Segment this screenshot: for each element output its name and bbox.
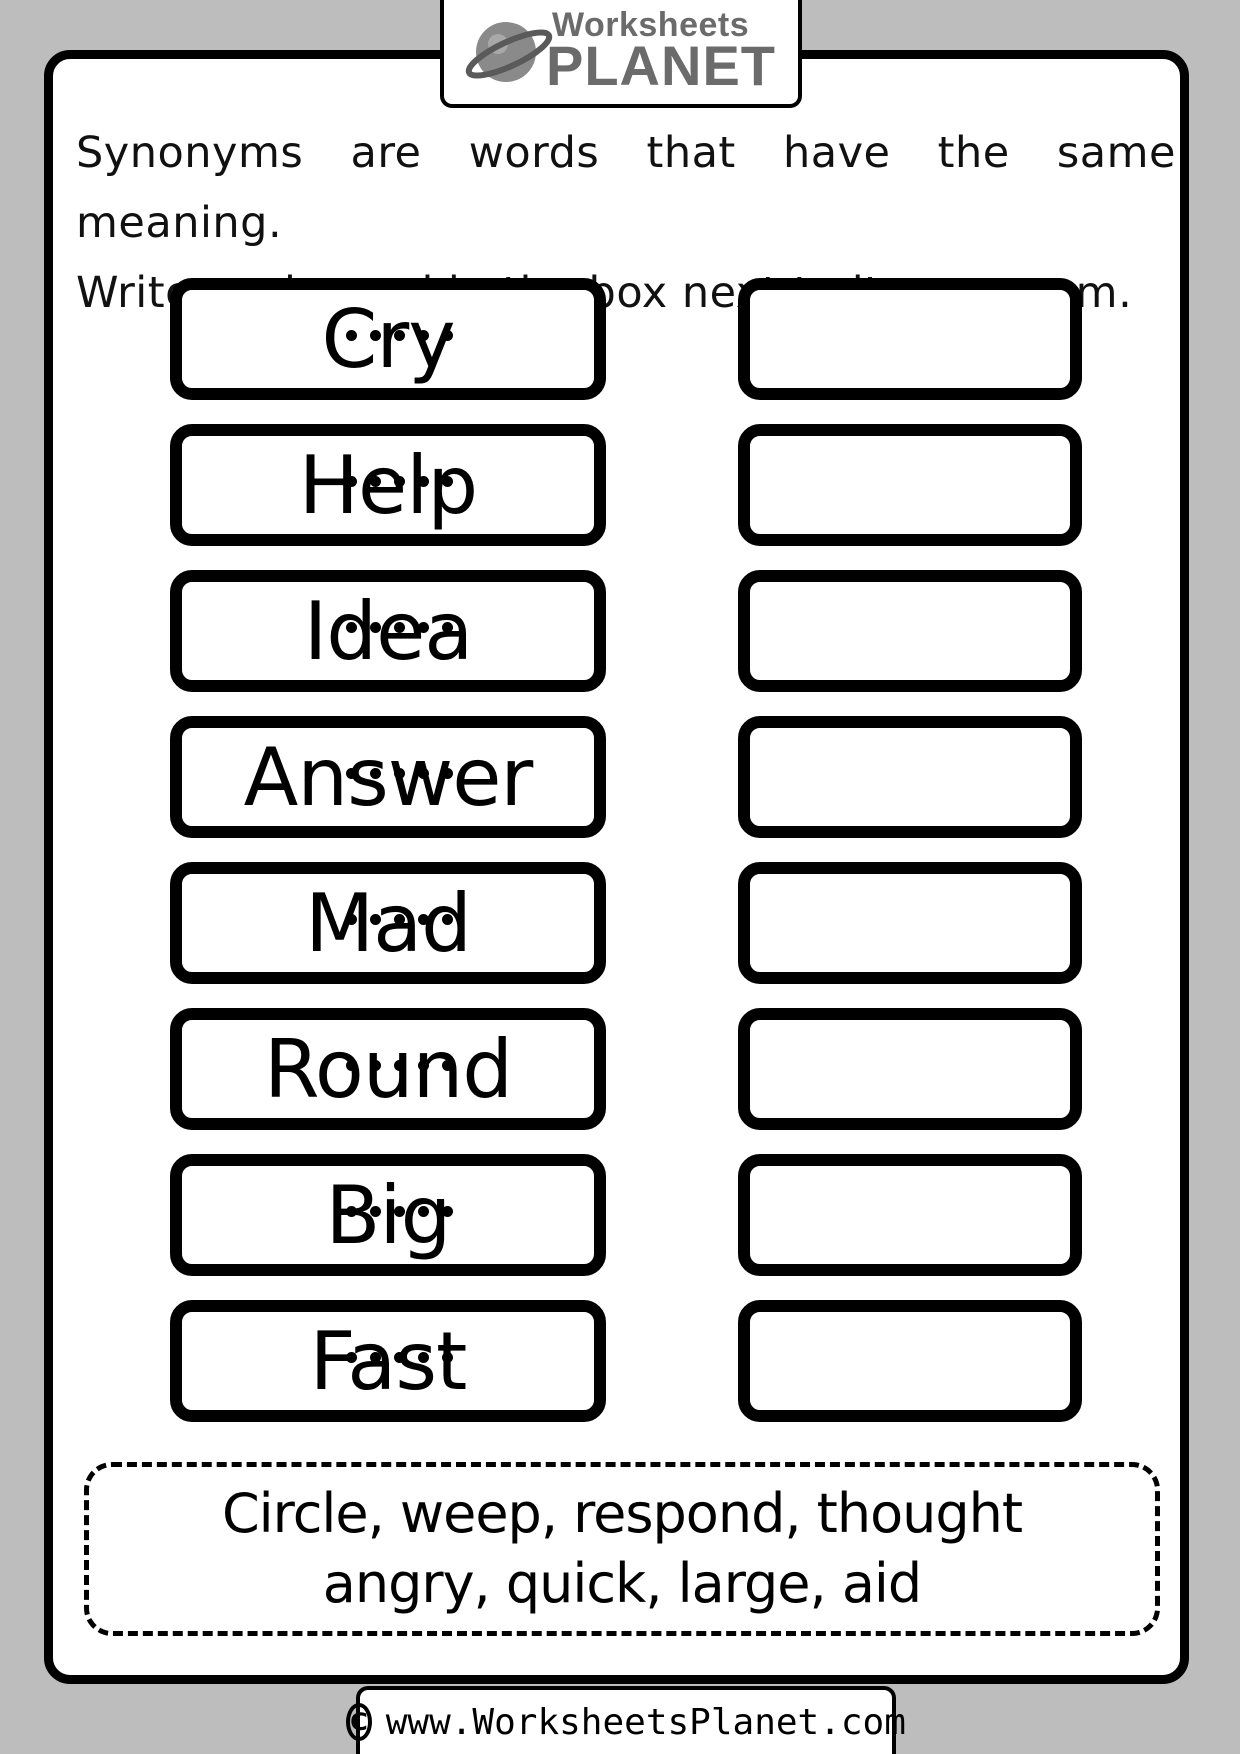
matching-row: Mad xyxy=(170,856,1082,990)
answer-box[interactable] xyxy=(738,1300,1082,1422)
answer-box[interactable] xyxy=(738,716,1082,838)
answer-box[interactable] xyxy=(738,278,1082,400)
matching-row: Answer xyxy=(170,710,1082,844)
brand-name-top: Worksheets xyxy=(552,6,750,44)
instructions-line-1: Synonyms are words that have the same me… xyxy=(76,128,1176,248)
brand-logo: Worksheets PLANET xyxy=(440,0,802,108)
dotted-connector xyxy=(170,1352,460,1372)
word-card: Big xyxy=(170,1154,606,1276)
copyright-icon: C xyxy=(346,1703,372,1741)
answer-box[interactable] xyxy=(738,862,1082,984)
answer-box[interactable] xyxy=(738,424,1082,546)
matching-row: Big xyxy=(170,1148,1082,1282)
matching-row: Help xyxy=(170,418,1082,552)
brand-name-bottom: PLANET xyxy=(546,34,776,97)
word-card: Round xyxy=(170,1008,606,1130)
dotted-connector xyxy=(170,914,460,934)
footer-url[interactable]: www.WorksheetsPlanet.com xyxy=(385,1701,906,1743)
word-bank: Circle, weep, respond, thought angry, qu… xyxy=(84,1462,1160,1636)
answer-box[interactable] xyxy=(738,570,1082,692)
instructions: Synonyms are words that have the same me… xyxy=(76,118,1176,328)
word-card: Fast xyxy=(170,1300,606,1422)
answer-box[interactable] xyxy=(738,1008,1082,1130)
planet-icon xyxy=(465,22,553,82)
dotted-connector xyxy=(170,330,460,350)
dotted-connector xyxy=(170,768,460,788)
word-card: Idea xyxy=(170,570,606,692)
dotted-connector xyxy=(170,1206,460,1226)
matching-row: Cry xyxy=(170,272,1082,406)
word-card: Help xyxy=(170,424,606,546)
answer-box[interactable] xyxy=(738,1154,1082,1276)
matching-row: Idea xyxy=(170,564,1082,698)
word-bank-line-2: angry, quick, large, aid xyxy=(322,1552,922,1615)
matching-row: Round xyxy=(170,1002,1082,1136)
word-card: Answer xyxy=(170,716,606,838)
matching-row: Fast xyxy=(170,1294,1082,1428)
dotted-connector xyxy=(170,476,460,496)
word-card: Cry xyxy=(170,278,606,400)
footer-url-bar: C www.WorksheetsPlanet.com xyxy=(346,1686,906,1754)
dotted-connector xyxy=(170,1060,460,1080)
dotted-connector xyxy=(170,622,460,642)
word-bank-line-1: Circle, weep, respond, thought xyxy=(221,1482,1023,1545)
